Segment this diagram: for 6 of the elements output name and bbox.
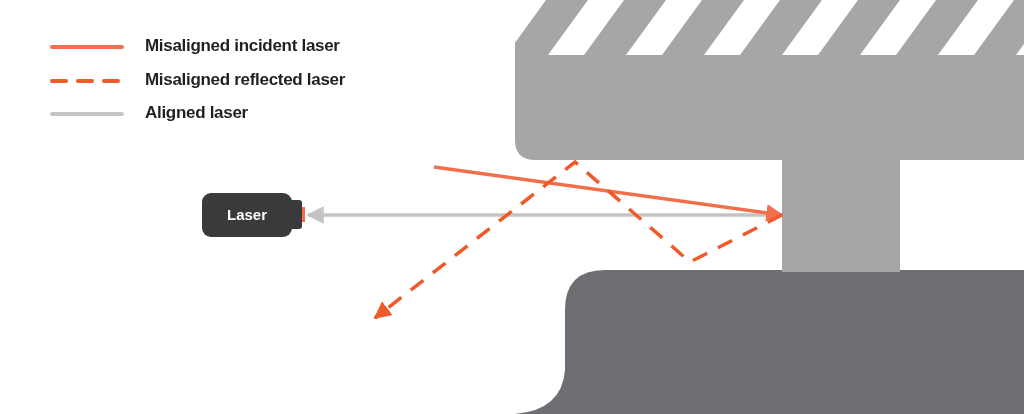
dashed-arrow [373,159,783,320]
legend-label: Misaligned reflected laser [145,70,346,90]
legend-label: Misaligned incident laser [145,36,340,56]
legend-label: Aligned laser [145,103,248,123]
machine-column [782,158,900,272]
arrow [433,165,784,222]
